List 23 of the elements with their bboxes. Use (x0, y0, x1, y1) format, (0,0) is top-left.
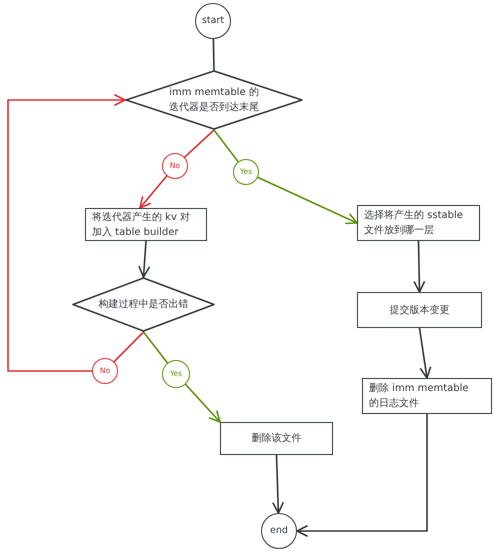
terminal-circle: start (195, 3, 231, 39)
arrow (139, 175, 168, 209)
decision-diamond: 构建过程中是否出错 (72, 277, 215, 332)
connector-line (142, 331, 168, 364)
connector-line (184, 129, 215, 158)
arrow (414, 240, 426, 293)
terminal-circle: end (261, 513, 297, 549)
connector-line (113, 331, 144, 362)
arrow (272, 454, 284, 514)
connector-line (212, 38, 215, 71)
decision-diamond: imm memtable 的迭代器是否到达末尾 (125, 70, 303, 130)
arrow (138, 240, 150, 278)
process-box: 提交版本变更 (357, 292, 482, 328)
arrow (257, 176, 358, 224)
process-box: 将迭代器产生的 kv 对加入 table builder (85, 208, 207, 241)
process-box: 删除该文件 (220, 422, 333, 455)
connector-line (213, 129, 239, 162)
arrow (7, 94, 126, 372)
arrow (184, 384, 221, 423)
process-box: 删除 imm memtable 的日志文件 (362, 378, 492, 414)
arrow (418, 327, 432, 379)
process-box: 选择将产生的 sstable 文件放到哪一层 (357, 205, 480, 241)
arrow (296, 413, 428, 537)
